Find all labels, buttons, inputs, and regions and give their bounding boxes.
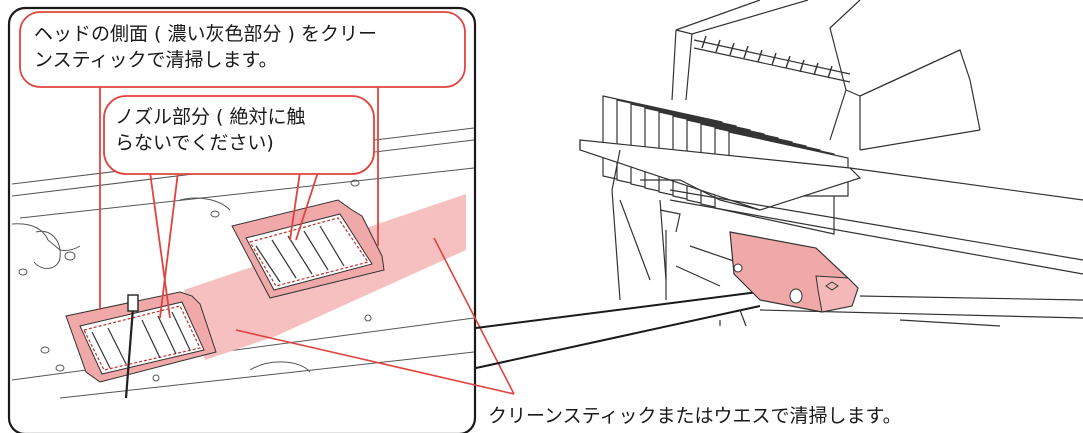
machine-head-highlight xyxy=(729,231,859,313)
callout-nozzle-text: ノズル部分 ( 絶対に触 らないでください) xyxy=(115,106,306,154)
head-left xyxy=(65,291,217,383)
callout-nozzle-box xyxy=(103,95,375,319)
clean-stick xyxy=(124,294,139,399)
head-right xyxy=(231,199,385,299)
zoom-connector xyxy=(475,291,761,369)
printer-machine xyxy=(579,0,1083,327)
callout-head-side-box xyxy=(19,11,466,310)
caption-leader-lines xyxy=(235,237,515,395)
inset-panel xyxy=(7,6,477,433)
cleaning-caption: クリーンスティックまたはウエスで清掃します。 xyxy=(488,405,902,427)
callout-head-side-text: ヘッドの側面 ( 濃い灰色部分 ) をクリー ンスティックで清掃します。 xyxy=(34,23,377,71)
